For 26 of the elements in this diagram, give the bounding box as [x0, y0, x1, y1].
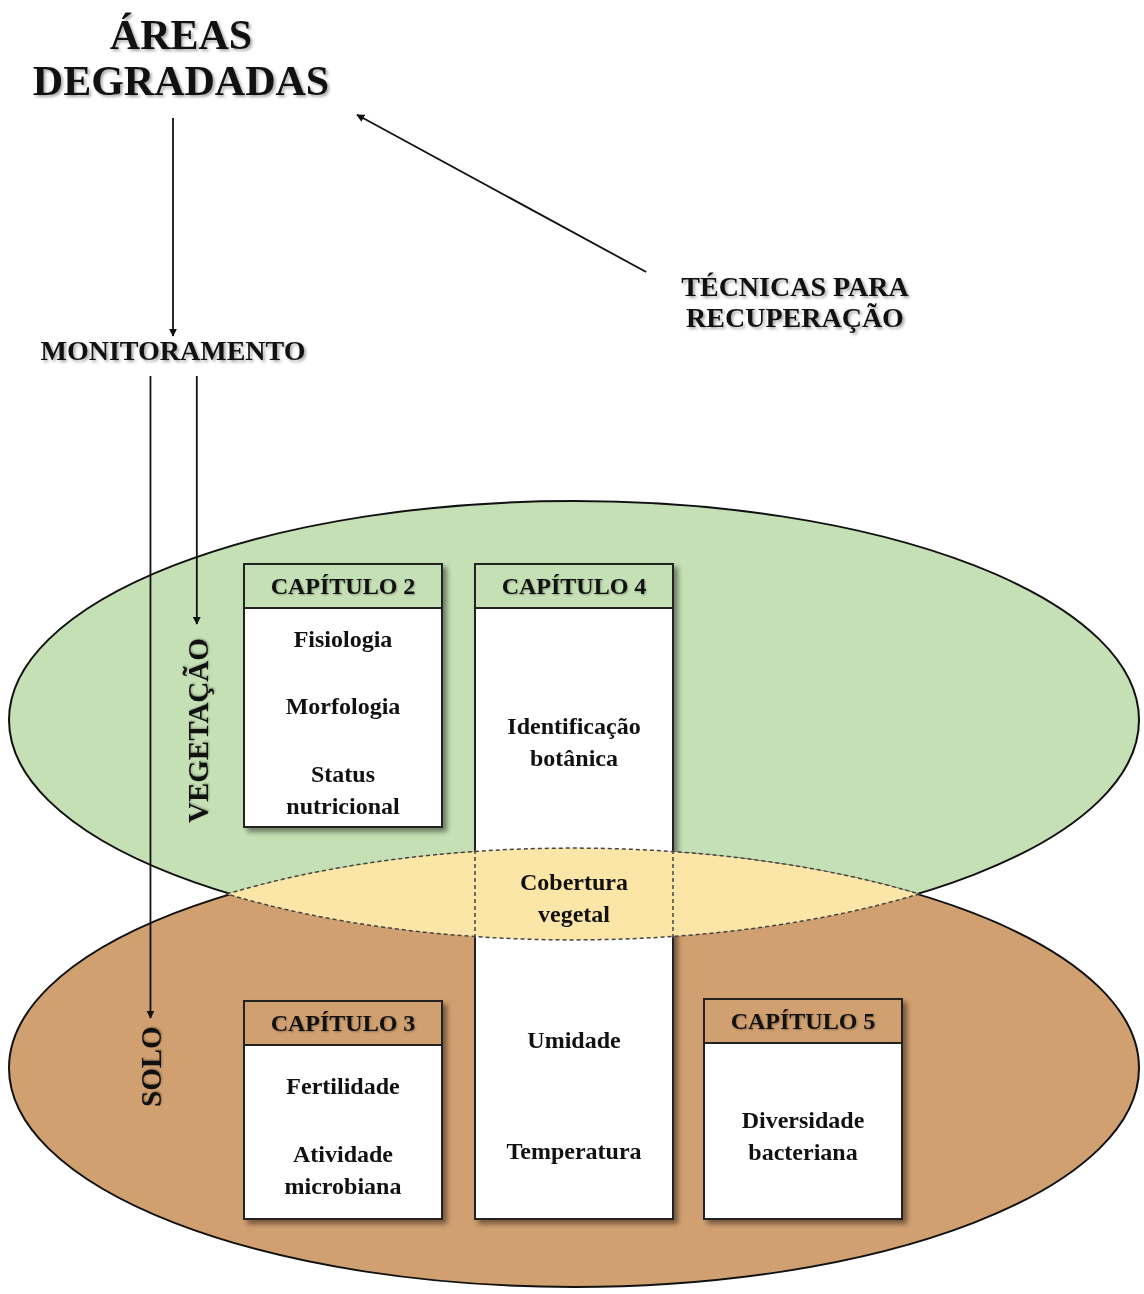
topic-text: Fertilidade [285, 1071, 401, 1101]
topic-text: Identificação botânica [506, 711, 642, 773]
heading-text: TÉCNICAS PARA RECUPERAÇÃO [640, 272, 950, 352]
chapter-heading: CAPÍTULO 4 [476, 565, 672, 609]
chapter-box [243, 563, 443, 828]
topic-text: Diversidade bacteriana [740, 1105, 866, 1167]
topic-text: Cobertura vegetal [519, 867, 629, 929]
arrow [169, 117, 177, 337]
topic-text: Temperatura [505, 1136, 643, 1166]
topic-text: Fisiologia [292, 624, 394, 654]
heading-text: MONITORAMENTO [12, 336, 334, 376]
topic-text: Umidade [526, 1025, 622, 1055]
heading-text: ÁREAS DEGRADADAS [5, 12, 357, 118]
arrow [356, 113, 648, 273]
topic-text: Morfologia [284, 691, 402, 721]
chapter-box [243, 1000, 443, 1220]
topic-text: Status nutricional [285, 759, 401, 821]
topic-text: Atividade microbiana [283, 1139, 403, 1201]
arrow [192, 375, 201, 625]
zone-label: SOLO [134, 1018, 168, 1116]
chapter-heading: CAPÍTULO 2 [245, 565, 441, 609]
chapter-heading: CAPÍTULO 5 [705, 1000, 901, 1044]
chapter-box [703, 998, 903, 1220]
zone-label: VEGETAÇÃO [180, 624, 216, 838]
chapter-heading: CAPÍTULO 3 [245, 1002, 441, 1046]
arrow [146, 375, 155, 1019]
